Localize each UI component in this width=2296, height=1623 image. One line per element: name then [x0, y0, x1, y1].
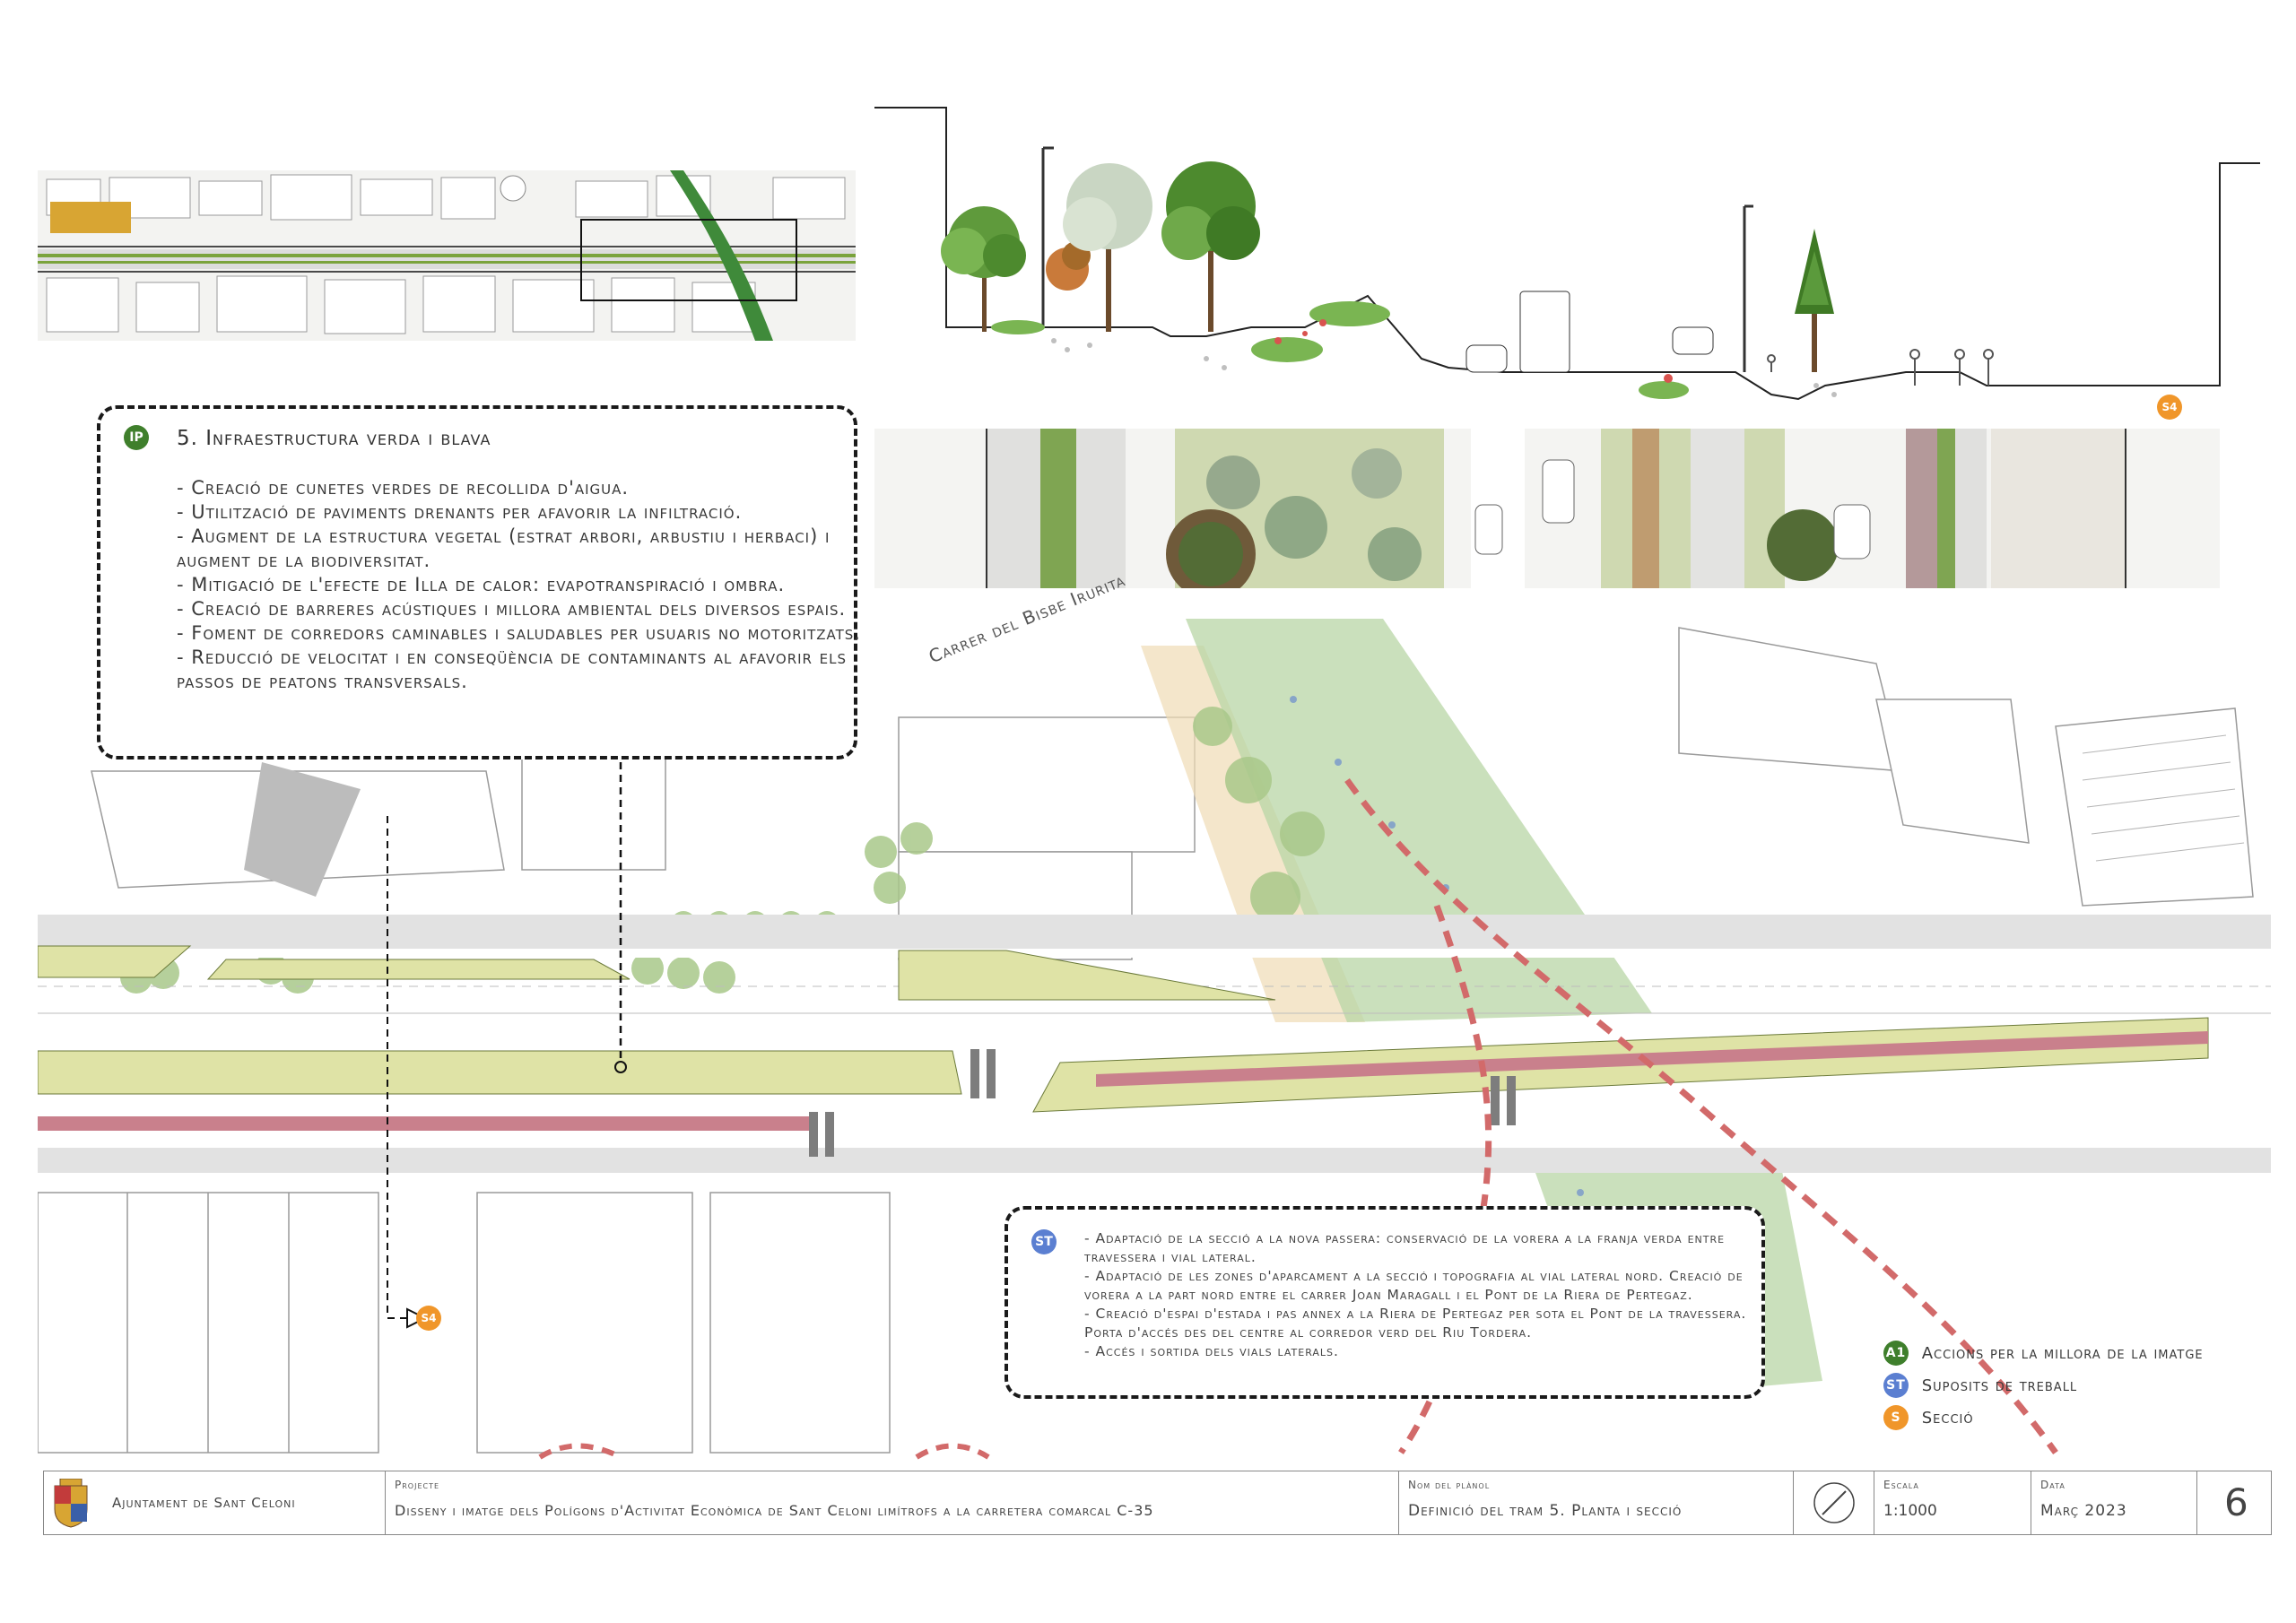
ip-badge: IP	[124, 425, 149, 450]
organization-name: Ajuntament de Sant Celoni	[112, 1495, 296, 1511]
st-item: - Adaptació de les zones d'aparcament a …	[1084, 1268, 1744, 1303]
section-plan-strip	[874, 429, 2220, 599]
tb-sheet: 6	[2196, 1471, 2273, 1534]
tb-scale: Escala 1:1000	[1874, 1471, 2031, 1534]
plan-value: Definició del tram 5. Planta i secció	[1408, 1502, 1683, 1520]
legend-row-work: ST Suposits de treball	[1883, 1373, 2077, 1398]
st-item: - Accés i sortida dels vials laterals.	[1084, 1343, 1339, 1359]
ip-item: - Foment de corredors caminables i salud…	[177, 622, 861, 644]
tb-north	[1793, 1471, 1874, 1534]
section-elevation: S4	[874, 99, 2274, 430]
key-map	[38, 170, 856, 341]
scale-label: Escala	[1883, 1479, 1919, 1491]
tb-organization: Ajuntament de Sant Celoni	[44, 1471, 385, 1534]
legend-label-section: Secció	[1921, 1408, 1974, 1428]
municipal-crest-icon	[54, 1479, 88, 1528]
st-item: - Adaptació de la secció a la nova passe…	[1084, 1230, 1726, 1265]
ip-item: - Augment de la estructura vegetal (estr…	[177, 525, 831, 571]
legend-row-section: S Secció	[1883, 1405, 1974, 1430]
project-value: Disseny i imatge dels Polígons d'Activit…	[395, 1502, 1154, 1519]
ip-item: - Reducció de velocitat i en conseqüènci…	[177, 647, 847, 692]
ip-item: - Utilització de paviments drenants per …	[177, 501, 743, 523]
st-badge: ST	[1031, 1229, 1057, 1254]
section-marker-top[interactable]: S4	[2157, 395, 2182, 420]
legend: A1 Accions per la millora de la imatge S…	[1883, 1341, 2278, 1439]
date-value: Març 2023	[2040, 1502, 2127, 1520]
section-plan-drawing	[874, 429, 2220, 599]
ip-item: - Creació de barreres acústiques i millo…	[177, 598, 847, 620]
legend-badge-s: S	[1883, 1405, 1909, 1430]
ip-panel: IP 5. Infraestructura verda i blava - Cr…	[97, 405, 860, 759]
st-item: - Creació d'espai d'estada i pas annex a…	[1084, 1306, 1747, 1341]
plan-label: Nom del plànol	[1408, 1479, 1491, 1491]
legend-badge-a1: A1	[1883, 1341, 1909, 1366]
key-map-drawing	[38, 170, 856, 341]
legend-row-actions: A1 Accions per la millora de la imatge	[1883, 1341, 2204, 1366]
ip-title: 5. Infraestructura verda i blava	[177, 427, 491, 450]
date-label: Data	[2040, 1479, 2066, 1491]
tb-date: Data Març 2023	[2031, 1471, 2196, 1534]
sheet-number: 6	[2224, 1480, 2248, 1524]
ip-list: - Creació de cunetes verdes de recollida…	[177, 476, 867, 694]
ip-item: - Creació de cunetes verdes de recollida…	[177, 477, 630, 499]
section-elevation-drawing	[874, 107, 2260, 401]
tb-project: Projecte Disseny i imatge dels Polígons …	[385, 1471, 1398, 1534]
st-list: - Adaptació de la secció a la nova passe…	[1084, 1229, 1748, 1361]
section-marker[interactable]: S4	[416, 1306, 441, 1331]
legend-badge-st: ST	[1883, 1373, 1909, 1398]
st-panel: ST - Adaptació de la secció a la nova pa…	[1004, 1206, 1765, 1399]
scale-value: 1:1000	[1883, 1502, 1937, 1520]
project-label: Projecte	[395, 1479, 440, 1491]
tb-plan: Nom del plànol Definició del tram 5. Pla…	[1398, 1471, 1793, 1534]
legend-label-work: Suposits de treball	[1921, 1376, 2078, 1395]
ip-item: - Mitigació de l'efecte de Illa de calor…	[177, 574, 786, 595]
north-arrow-icon	[1813, 1482, 1855, 1523]
title-block: Ajuntament de Sant Celoni Projecte Disse…	[43, 1471, 2272, 1535]
legend-label-actions: Accions per la millora de la imatge	[1921, 1343, 2204, 1363]
